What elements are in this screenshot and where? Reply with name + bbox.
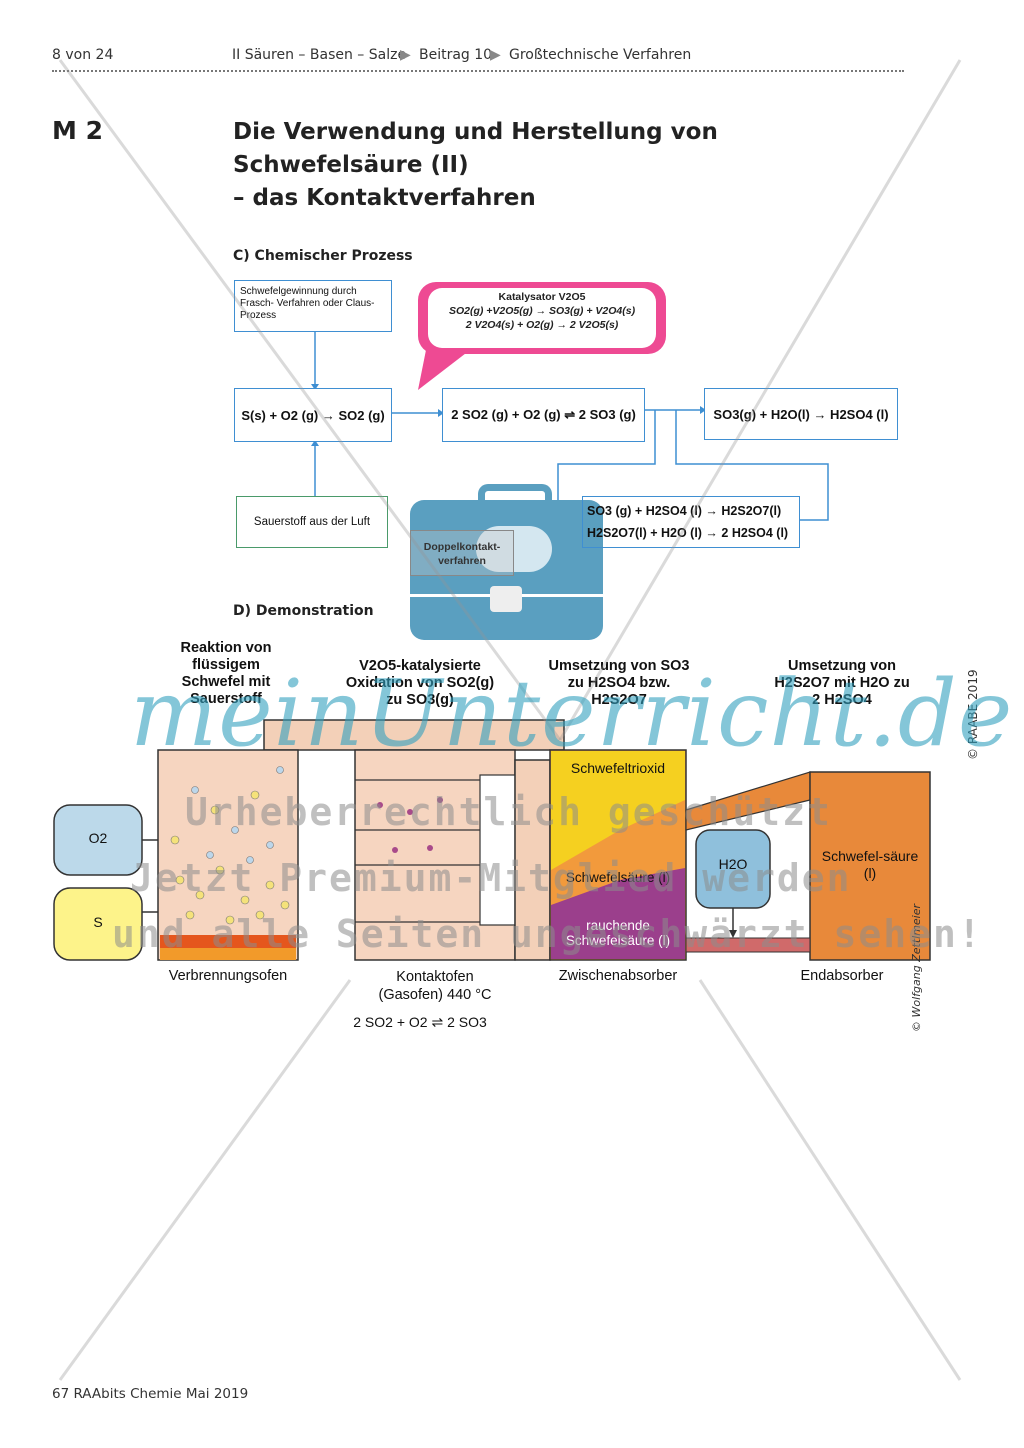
label-kontaktofen: Kontaktofen (Gasofen) 440 °C: [340, 968, 530, 1004]
breadcrumb-arrow-icon: ▶: [490, 47, 501, 63]
oxygen-source-box: Sauerstoff aus der Luft: [236, 496, 388, 548]
label-zwischenabsorber: Zwischenabsorber: [558, 968, 678, 984]
s-tank-label: S: [93, 914, 103, 930]
briefcase-handle: [478, 484, 552, 513]
col3-title: Umsetzung von SO3 zu H2SO4 bzw. H2S2O7: [548, 658, 690, 708]
watermark-line-1: Urheberrechtlich geschützt: [185, 790, 832, 834]
label-endabsorber: Endabsorber: [800, 968, 884, 984]
o2-tank-label: O2: [88, 830, 108, 846]
watermark-line-2: Jetzt Premium-Mitglied werden: [130, 856, 852, 900]
oleum-eq-1: SO3 (g) + H2SO4 (l) → H2S2O7(l): [587, 504, 782, 518]
label-kontaktofen-1: Kontaktofen: [396, 969, 474, 985]
layer-so3: Schwefeltrioxid: [570, 760, 666, 776]
catalyst-eq-2: 2 V2O4(s) + O2(g) → 2 V2O5(s): [465, 319, 619, 331]
sulfur-source-box: Schwefelgewinnung durch Frasch- Verfahre…: [234, 280, 392, 332]
section-d-heading: D) Demonstration: [233, 603, 374, 619]
briefcase-lock-icon: [490, 586, 522, 612]
combustion-equation-box: S(s) + O2 (g) → SO2 (g): [234, 388, 392, 442]
section-c-heading: C) Chemischer Prozess: [233, 248, 413, 264]
catalyst-title: Katalysator V2O5: [498, 291, 586, 303]
watermark-line-3: und alle Seiten ungeschwärzt sehen!: [112, 912, 983, 956]
catalyst-text: Katalysator V2O5 SO2(g) +V2O5(g) → SO3(g…: [428, 288, 656, 348]
title-line-1: Die Verwendung und Herstellung von Schwe…: [233, 119, 718, 178]
double-contact-label: Doppelkontakt-verfahren: [410, 530, 514, 576]
layer-oleum: rauchende Schwefelsäure (l): [565, 918, 671, 948]
label-kontaktofen-2: (Gasofen) 440 °C: [378, 987, 492, 1003]
oleum-equation-box: SO3 (g) + H2SO4 (l) → H2S2O7(l) H2S2O7(l…: [582, 496, 800, 548]
page-title: Die Verwendung und Herstellung von Schwe…: [233, 116, 913, 215]
breadcrumb-arrow-icon: ▶: [400, 47, 411, 63]
col4-title: Umsetzung von H2S2O7 mit H2O zu 2 H2SO4: [774, 658, 910, 708]
breadcrumb-beitrag: Beitrag 10: [419, 47, 493, 63]
header-divider: [52, 70, 904, 72]
catalyst-eq-1: SO2(g) +V2O5(g) → SO3(g) + V2O4(s): [448, 305, 636, 317]
footer-text: 67 RAAbits Chemie Mai 2019: [52, 1386, 249, 1402]
oleum-eq-2: H2S2O7(l) + H2O (l) → 2 H2SO4 (l): [587, 526, 789, 540]
layer-h2so4: Schwefelsäure (l): [565, 870, 671, 885]
bubble-tail: [418, 350, 470, 390]
end-absorber-fill-label: Schwefel-säure (l): [821, 848, 919, 881]
water-tank-label: H2O: [718, 856, 748, 872]
breadcrumb-section: II Säuren – Basen – Salze: [232, 47, 407, 63]
col2-title: V2O5-katalysierte Oxidation von SO2(g) z…: [345, 658, 495, 708]
title-line-2: – das Kontaktverfahren: [233, 185, 536, 211]
col1-title: Reaktion von flüssigem Schwefel mit Saue…: [180, 640, 272, 707]
absorption-equation-box: SO3(g) + H2O(l) → H2SO4 (l): [704, 388, 898, 440]
contact-equation: 2 SO2 + O2 ⇌ 2 SO3: [353, 1014, 487, 1030]
watermark-logo: meinUnterricht.de: [130, 660, 1014, 767]
page-number: 8 von 24: [52, 47, 114, 63]
breadcrumb-topic: Großtechnische Verfahren: [509, 47, 692, 63]
material-label: M 2: [52, 116, 103, 145]
contact-equation-box: 2 SO2 (g) + O2 (g) ⇌ 2 SO3 (g): [442, 388, 645, 442]
cloud-icon: [476, 526, 552, 572]
label-verbrennungsofen: Verbrennungsofen: [168, 968, 288, 984]
